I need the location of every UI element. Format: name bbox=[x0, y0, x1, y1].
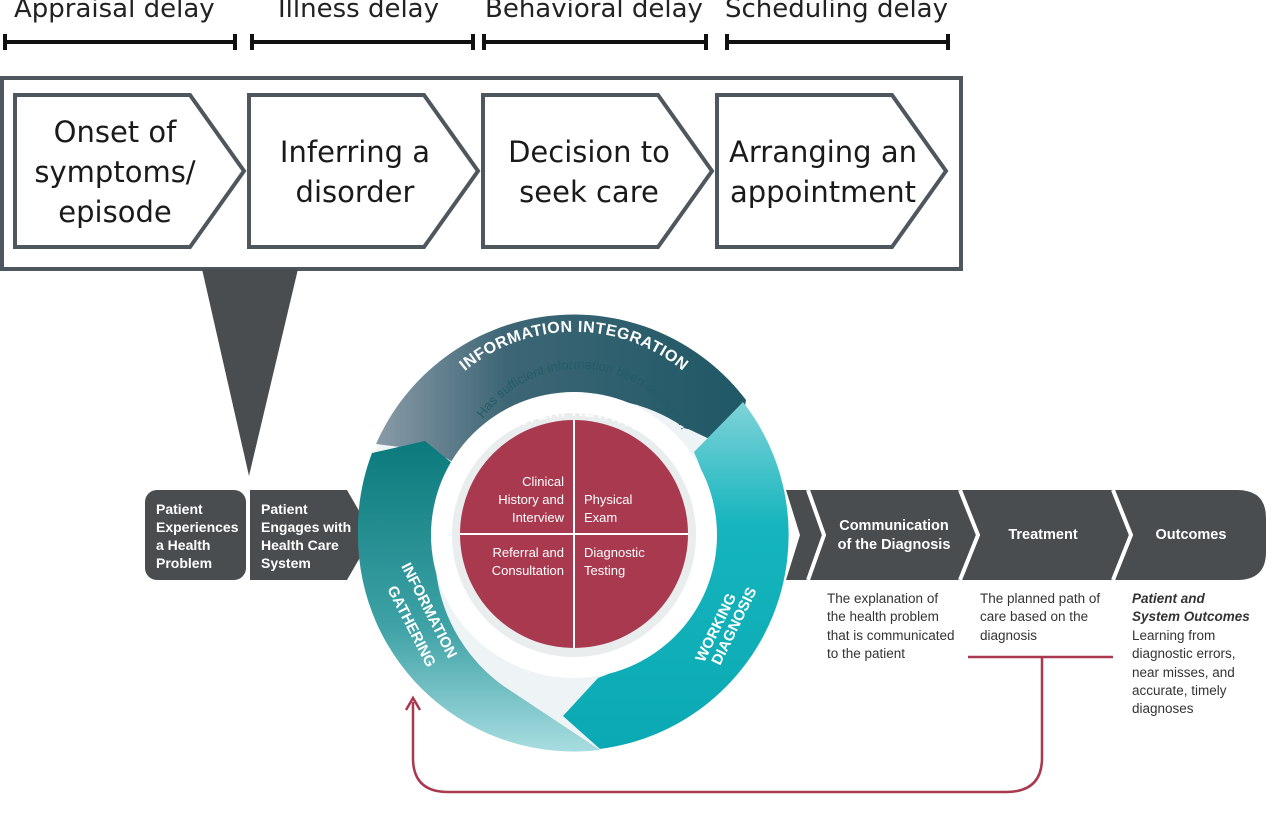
start-box-experiences bbox=[145, 490, 246, 580]
outcomes-label: Outcomes bbox=[1155, 527, 1227, 543]
stage-chevrons bbox=[13, 93, 949, 249]
outcomes-note-body: Learning from diagnostic errors, near mi… bbox=[1132, 628, 1236, 717]
communication-note: The explanation of the health problem th… bbox=[827, 591, 955, 661]
outcome-chevrons bbox=[786, 490, 1266, 580]
feedback-arrowhead-icon bbox=[404, 695, 422, 711]
delay-rulers bbox=[3, 34, 950, 50]
scheduling-delay-label: Scheduling delay bbox=[725, 0, 948, 24]
illness-delay-label: Illness delay bbox=[278, 0, 439, 24]
treatment-label: Treatment bbox=[1008, 527, 1078, 543]
patient-engages-label: Patient Engages with Health Care System bbox=[261, 501, 352, 571]
quadrant-referral: Referral and Consultation bbox=[491, 545, 564, 578]
gathering-arrow bbox=[357, 441, 600, 752]
outcomes-note-title: Patient and System Outcomes bbox=[1132, 591, 1250, 625]
patient-experiences-label: Patient Experiences a Health Problem bbox=[156, 501, 239, 571]
behavioral-delay-label: Behavioral delay bbox=[485, 0, 703, 24]
chevron-separators bbox=[806, 489, 1134, 581]
callout-pointer bbox=[202, 269, 298, 476]
communication-label: Communication of the Diagnosis bbox=[837, 518, 951, 553]
stage-onset: Onset of symptoms/ episode bbox=[34, 115, 196, 229]
stage-inferring: Inferring a disorder bbox=[279, 135, 431, 209]
stage-decision: Decision to seek care bbox=[508, 135, 670, 209]
treatment-note: The planned path of care based on the di… bbox=[980, 591, 1101, 643]
stage-arranging: Arranging an appointment bbox=[729, 135, 917, 209]
quadrant-diagnostic-testing: Diagnostic Testing bbox=[584, 545, 645, 578]
feedback-loop-arrow bbox=[411, 655, 1113, 794]
quadrant-clinical-history: Clinical History and Interview bbox=[498, 474, 564, 525]
quadrant-physical-exam: Physical Exam bbox=[584, 492, 633, 525]
working-arrow bbox=[563, 402, 789, 749]
integration-arrow bbox=[376, 314, 746, 465]
start-box-engages bbox=[250, 490, 373, 580]
appraisal-delay-label: Appraisal delay bbox=[14, 0, 215, 24]
